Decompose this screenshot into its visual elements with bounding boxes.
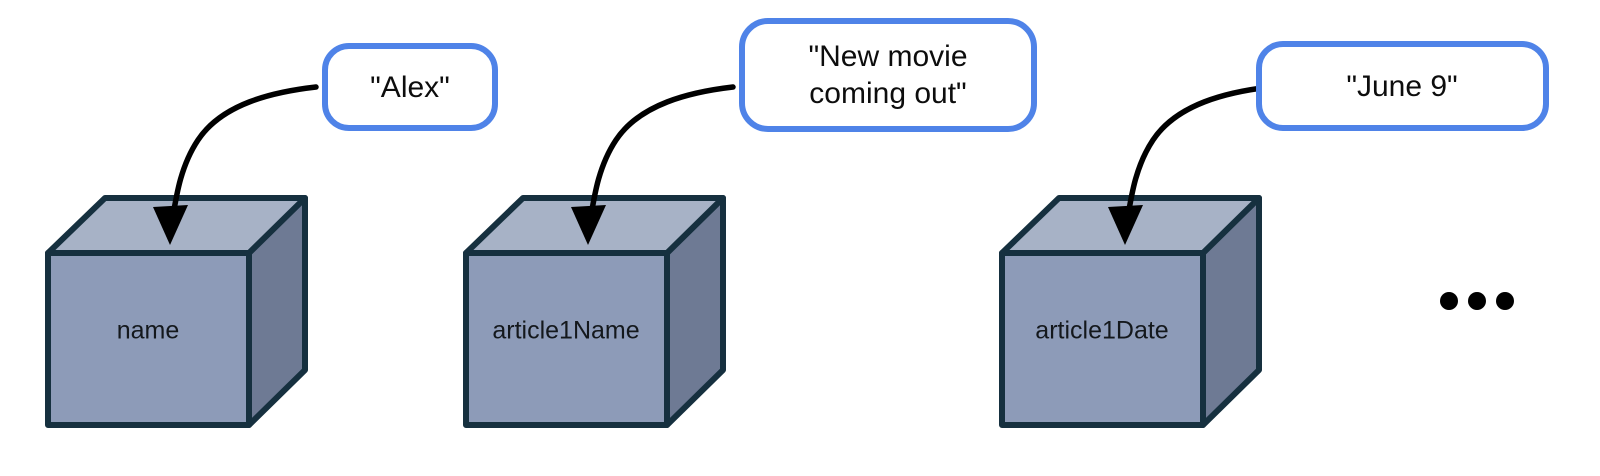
cube-article1date: article1Date xyxy=(999,195,1262,428)
callout-new-movie-line2: coming out" xyxy=(809,77,966,110)
callout-new-movie-box[interactable] xyxy=(739,18,1037,132)
arrow-june-9-to-article1date-head xyxy=(1108,205,1143,245)
cube-article1name-label: article1Name xyxy=(492,317,639,345)
callout-alex-text: "Alex" xyxy=(370,71,450,104)
cube-name-label: name xyxy=(117,317,180,345)
arrow-alex-to-name-head xyxy=(153,205,188,245)
ellipsis-dot-2 xyxy=(1468,292,1486,310)
callout-june-9[interactable]: "June 9" xyxy=(1256,41,1549,131)
arrow-new-movie-to-article1name-curve xyxy=(587,84,736,225)
cube-article1name-front-face xyxy=(463,250,670,428)
cube-name: name xyxy=(45,195,308,428)
ellipsis-more xyxy=(1440,292,1514,310)
arrow-new-movie-to-article1name-head xyxy=(571,205,606,245)
arrow-alex-to-name-curve xyxy=(169,84,319,225)
cube-article1date-label: article1Date xyxy=(1035,317,1168,345)
cube-article1name: article1Name xyxy=(463,195,726,428)
callout-june-9-box[interactable] xyxy=(1256,41,1549,131)
callout-new-movie[interactable]: "New movie coming out" xyxy=(739,18,1037,132)
cube-article1date-front-face xyxy=(999,250,1206,428)
callout-alex-box[interactable] xyxy=(322,43,498,131)
callout-alex[interactable]: "Alex" xyxy=(322,43,498,131)
arrow-june-9-to-article1date-curve xyxy=(1124,84,1273,225)
arrow-new-movie-to-article1name xyxy=(571,84,736,245)
ellipsis-dot-1 xyxy=(1440,292,1458,310)
arrow-june-9-to-article1date xyxy=(1108,84,1273,245)
arrow-alex-to-name xyxy=(153,84,319,245)
callout-june-9-text: "June 9" xyxy=(1346,70,1457,103)
callout-new-movie-line1: "New movie xyxy=(808,40,967,73)
cube-name-front-face xyxy=(45,250,252,428)
ellipsis-dot-3 xyxy=(1496,292,1514,310)
